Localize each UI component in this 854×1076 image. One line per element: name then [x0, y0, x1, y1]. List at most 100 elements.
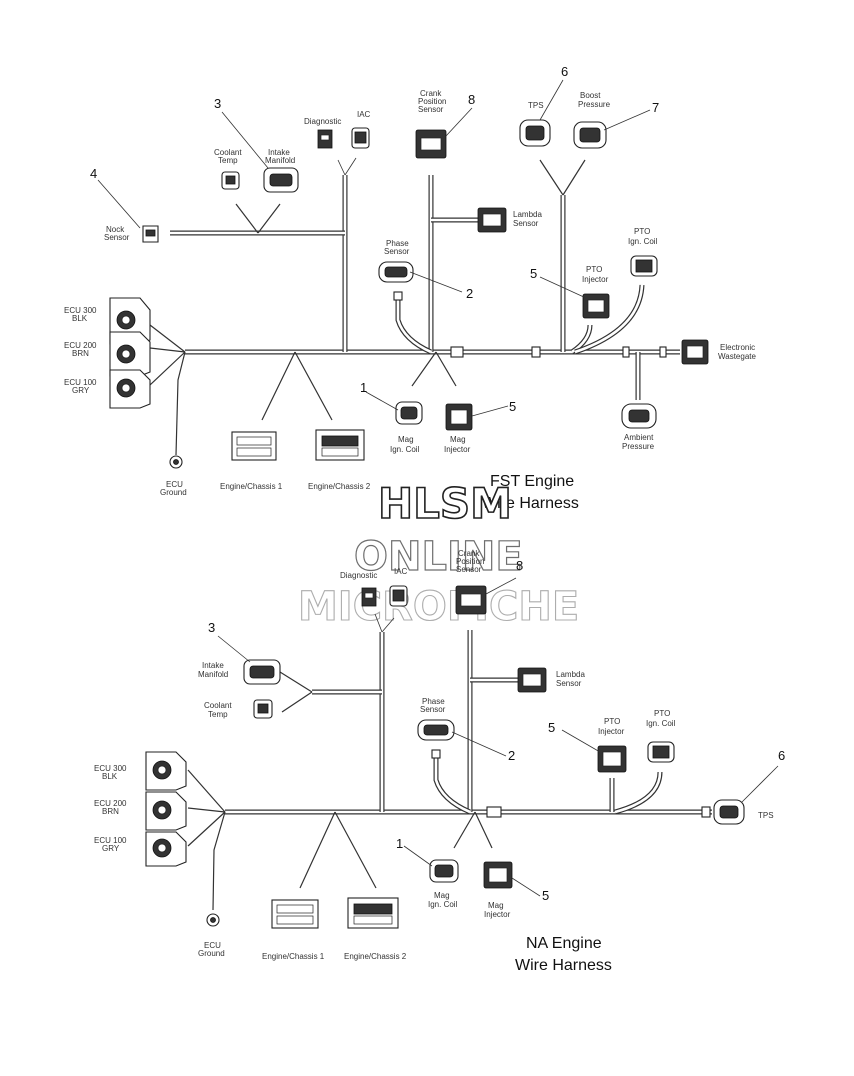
- fst-iac-label: IAC: [357, 110, 371, 119]
- na-harness: 3 8 2 5 6 1 5 Diagnostic IAC Crank Posit…: [94, 549, 785, 974]
- na-callout-5b: 5: [542, 888, 549, 903]
- na-iac-connector: [389, 585, 408, 607]
- fst-intake-label-2: Manifold: [265, 156, 295, 165]
- na-coolant-temp-connector: [253, 699, 273, 719]
- fst-mag-coil-label-1: Mag: [398, 435, 414, 444]
- na-ecu-300-connector: [145, 751, 187, 791]
- fst-lambda-label-1: Lambda: [513, 210, 542, 219]
- fst-callout-1: 1: [360, 380, 367, 395]
- na-tps-label: TPS: [758, 811, 774, 820]
- coolant-temp-connector: [221, 171, 240, 190]
- na-chassis1-connector: [271, 899, 319, 929]
- mag-coil-connector: [395, 401, 423, 425]
- na-callout-3: 3: [208, 620, 215, 635]
- fst-wastegate-label-2: Wastegate: [718, 352, 756, 361]
- na-crank-label-2: Position: [456, 557, 484, 566]
- na-diagnostic-connector: [361, 587, 377, 607]
- na-mag-coil-label-2: Ign. Coil: [428, 900, 458, 909]
- na-callout-5a: 5: [548, 720, 555, 735]
- na-tps-connector: [713, 799, 745, 825]
- fst-mag-inj-label-2: Injector: [444, 445, 471, 454]
- na-ecu300-label-2: BLK: [102, 772, 118, 781]
- na-lambda-label-2: Sensor: [556, 679, 582, 688]
- fst-title-line-2: Wire Harness: [482, 495, 579, 512]
- fst-ecu100-label-2: GRY: [72, 386, 90, 395]
- na-crank-sensor-connector: [455, 585, 487, 615]
- na-ecu300-label-1: ECU 300: [94, 764, 127, 773]
- watermark: HLSM ONLINE MICROFICHE: [297, 478, 579, 630]
- fst-phase-label-2: Sensor: [384, 247, 410, 256]
- na-mag-inj-label-1: Mag: [488, 901, 504, 910]
- fst-coolant-label-1: Coolant: [214, 148, 242, 157]
- na-mag-injector-connector: [483, 861, 513, 889]
- fst-ecu200-label-1: ECU 200: [64, 341, 97, 350]
- na-callout-1: 1: [396, 836, 403, 851]
- na-ecu-ground-lug: [206, 913, 220, 927]
- fst-callout-5a: 5: [530, 266, 537, 281]
- fst-callout-4: 4: [90, 166, 97, 181]
- na-pto-coil-label-1: PTO: [654, 709, 670, 718]
- fst-callout-5b: 5: [509, 399, 516, 414]
- fst-knock-label-1: Nock: [106, 225, 125, 234]
- diagnostic-connector: [317, 129, 333, 149]
- watermark-line-2: ONLINE: [354, 534, 523, 580]
- na-mag-coil-label-1: Mag: [434, 891, 450, 900]
- fst-mag-inj-label-1: Mag: [450, 435, 466, 444]
- fst-wastegate-label-1: Electronic: [720, 343, 755, 352]
- fst-crank-label-2: Position: [418, 97, 446, 106]
- fst-knock-label-2: Sensor: [104, 233, 130, 242]
- fst-ambient-label-2: Pressure: [622, 442, 655, 451]
- na-phase-label-1: Phase: [422, 697, 445, 706]
- intake-manifold-connector: [263, 167, 299, 193]
- ecu-ground-lug: [169, 455, 183, 469]
- na-mag-inj-label-2: Injector: [484, 910, 511, 919]
- ecu-200-connector: [109, 331, 151, 377]
- na-chassis1-label: Engine/Chassis 1: [262, 952, 325, 961]
- pto-coil-connector: [630, 255, 658, 277]
- boost-pressure-connector: [573, 121, 607, 149]
- crank-sensor-connector: [415, 129, 447, 159]
- fst-crank-label-3: Sensor: [418, 105, 444, 114]
- fst-diagnostic-label: Diagnostic: [304, 117, 341, 126]
- fst-ecu100-label-1: ECU 100: [64, 378, 97, 387]
- na-ecu200-label-1: ECU 200: [94, 799, 127, 808]
- na-pto-inj-label-2: Injector: [598, 727, 625, 736]
- iac-connector: [351, 127, 370, 149]
- na-pto-coil-connector: [647, 741, 675, 763]
- na-ecu200-label-2: BRN: [102, 807, 119, 816]
- fst-tps-label: TPS: [528, 101, 544, 110]
- na-ecu-100-connector: [145, 831, 187, 867]
- fst-ecu-ground-label-2: Ground: [160, 488, 187, 497]
- fst-title-line-1: FST Engine: [490, 473, 574, 490]
- tps-connector: [519, 119, 551, 147]
- fst-callout-6: 6: [561, 64, 568, 79]
- na-ecu100-label-2: GRY: [102, 844, 120, 853]
- fst-ecu300-label-2: BLK: [72, 314, 88, 323]
- na-intake-label-2: Manifold: [198, 670, 228, 679]
- na-diagnostic-label: Diagnostic: [340, 571, 377, 580]
- na-intake-label-1: Intake: [202, 661, 224, 670]
- na-title-line-2: Wire Harness: [515, 957, 612, 974]
- na-chassis2-label: Engine/Chassis 2: [344, 952, 407, 961]
- na-callout-2: 2: [508, 748, 515, 763]
- fst-lambda-label-2: Sensor: [513, 219, 539, 228]
- fst-ecu200-label-2: BRN: [72, 349, 89, 358]
- na-crank-label-3: Sensor: [456, 565, 482, 574]
- na-iac-label: IAC: [394, 567, 408, 576]
- watermark-line-3: MICROFICHE: [298, 584, 579, 630]
- fst-callout-3: 3: [214, 96, 221, 111]
- fst-ecu300-label-1: ECU 300: [64, 306, 97, 315]
- chassis2-connector: [315, 429, 365, 461]
- na-title-line-1: NA Engine: [526, 935, 602, 952]
- na-ecu-200-connector: [145, 791, 187, 831]
- ecu-100-connector: [109, 369, 151, 409]
- chassis1-connector: [231, 431, 277, 461]
- na-trunk-junction: [486, 806, 502, 818]
- na-phase-sensor-connector: [417, 719, 455, 759]
- na-callout-6: 6: [778, 748, 785, 763]
- fst-harness: 4 3 8 6 7 2 5 1 5 Nock Sensor Coolant Te…: [64, 64, 756, 512]
- fst-pto-inj-label-1: PTO: [586, 265, 602, 274]
- na-ecu100-label-1: ECU 100: [94, 836, 127, 845]
- na-lambda-sensor-connector: [517, 667, 547, 693]
